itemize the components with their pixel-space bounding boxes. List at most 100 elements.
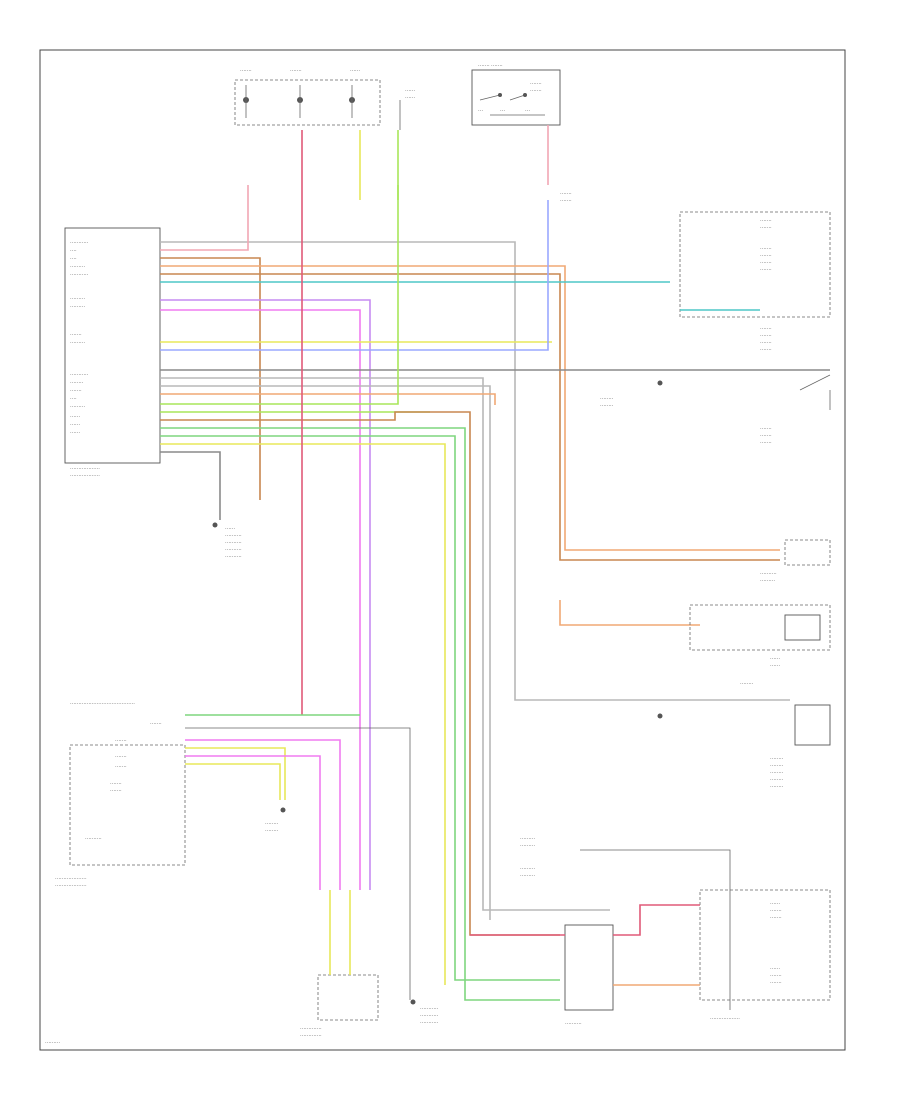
svg-text:········: ········: [770, 777, 784, 783]
svg-text:········: ········: [740, 681, 754, 687]
svg-text:····: ····: [70, 248, 77, 254]
svg-text:·······: ·······: [760, 433, 772, 439]
svg-text:········: ········: [770, 763, 784, 769]
svg-text:·······: ·······: [760, 340, 772, 346]
svg-text:·········: ·········: [760, 578, 775, 584]
svg-text:··················: ··················: [70, 473, 100, 479]
svg-text:·······: ·······: [290, 68, 302, 74]
svg-text:·······: ·······: [760, 426, 772, 432]
svg-text:······: ······: [70, 430, 80, 436]
right-actuator: ············ ········: [689, 604, 831, 687]
svg-text:········: ········: [770, 756, 784, 762]
svg-text:·········: ·········: [520, 873, 535, 879]
right-component-1: ·············· ·············· ··········…: [679, 211, 831, 353]
svg-text:··········: ··········: [85, 836, 102, 842]
svg-text:·······: ·······: [110, 781, 122, 787]
module-wiring: [160, 185, 830, 1001]
svg-text:···: ···: [500, 108, 505, 114]
svg-text:·········: ·········: [520, 843, 535, 849]
svg-text:··········: ··········: [225, 540, 242, 546]
svg-text:·······: ·······: [530, 81, 542, 87]
svg-text:·······: ·······: [115, 754, 127, 760]
svg-text:·······: ·······: [760, 440, 772, 446]
svg-text:·········: ·········: [45, 1040, 60, 1046]
svg-text:·······: ·······: [560, 198, 572, 204]
svg-text:·······: ·······: [760, 267, 772, 273]
svg-text:·············: ·············: [300, 1026, 322, 1032]
relay: ·········· ·················· ··········…: [520, 836, 731, 1027]
svg-text:·······: ·······: [760, 225, 772, 231]
diagram-frame: [39, 49, 846, 1051]
svg-text:·······: ·······: [560, 191, 572, 197]
svg-text:····: ····: [70, 256, 77, 262]
right-switch-2: ················ ················ ······…: [657, 704, 831, 790]
svg-text:·······: ·······: [760, 218, 772, 224]
svg-text:········: ········: [70, 380, 84, 386]
svg-text:···················: ···················: [55, 876, 87, 882]
svg-text:·········: ·········: [70, 264, 85, 270]
svg-text:·······: ·······: [760, 246, 772, 252]
svg-text:···········: ···········: [70, 272, 89, 278]
svg-text:·······: ·······: [770, 908, 782, 914]
svg-text:··················: ··················: [70, 466, 100, 472]
svg-text:········: ········: [265, 821, 279, 827]
svg-text:···········: ···········: [70, 240, 89, 246]
svg-text:······: ······: [770, 663, 780, 669]
svg-text:········: ········: [265, 828, 279, 834]
fuse-group: ···················· ············: [234, 68, 415, 130]
svg-text:···········: ···········: [420, 1020, 439, 1026]
svg-text:·······: ·······: [770, 915, 782, 921]
bottom-left-switch: ······································· …: [55, 701, 186, 889]
svg-text:······: ······: [405, 95, 415, 101]
svg-text:······: ······: [225, 526, 235, 532]
svg-text:·······: ·······: [110, 788, 122, 794]
ignition-switch: ······· ······· ·············· ·········: [471, 63, 561, 126]
svg-text:·······: ·······: [760, 253, 772, 259]
svg-text:·······: ·······: [240, 68, 252, 74]
right-sensor: ···················: [760, 539, 831, 584]
svg-text:··········: ··········: [225, 554, 242, 560]
svg-text:······: ······: [770, 656, 780, 662]
svg-text:······: ······: [405, 88, 415, 94]
electronic-module: ··················· ····················…: [64, 227, 161, 479]
bottom-center-component: ············· ············· ············…: [300, 974, 439, 1039]
svg-text:·········: ·········: [520, 866, 535, 872]
svg-text:·········: ·········: [70, 296, 85, 302]
svg-text:·······: ·······: [760, 326, 772, 332]
svg-text:······: ······: [770, 901, 780, 907]
selector-switch: ············· ······· ············· ····…: [699, 889, 831, 1022]
svg-text:·······: ·······: [770, 980, 782, 986]
svg-text:···················: ···················: [55, 883, 87, 889]
svg-text:·······: ·······: [770, 973, 782, 979]
svg-text:···········: ···········: [70, 372, 89, 378]
svg-text:······························: ·······································: [70, 701, 135, 707]
svg-text:···········: ···········: [420, 1013, 439, 1019]
svg-text:··········: ··········: [225, 547, 242, 553]
svg-text:··········: ··········: [760, 571, 777, 577]
svg-text:·······: ·······: [760, 333, 772, 339]
svg-text:·······: ·······: [70, 388, 82, 394]
svg-text:·········: ·········: [520, 836, 535, 842]
svg-text:·······: ·······: [115, 764, 127, 770]
svg-text:······: ······: [350, 68, 360, 74]
svg-text:···: ···: [525, 108, 530, 114]
svg-text:·······: ·······: [760, 260, 772, 266]
svg-text:···········: ···········: [420, 1006, 439, 1012]
svg-text:········: ········: [770, 784, 784, 790]
svg-text:·············: ·············: [300, 1033, 322, 1039]
svg-text:·········: ·········: [70, 304, 85, 310]
svg-text:········: ········: [600, 403, 614, 409]
svg-text:·······: ·······: [70, 332, 82, 338]
svg-text:··········: ··········: [225, 533, 242, 539]
svg-text:·······: ·······: [530, 88, 542, 94]
svg-text:······: ······: [770, 966, 780, 972]
ground-left: ················ ···················· ··…: [212, 522, 242, 560]
svg-text:·······: ·······: [115, 738, 127, 744]
svg-text:······: ······: [70, 414, 80, 420]
svg-text:·······: ·······: [150, 721, 162, 727]
svg-text:····: ····: [70, 396, 77, 402]
svg-text:·········: ·········: [70, 340, 85, 346]
svg-text:·········: ·········: [70, 404, 85, 410]
svg-text:······· ·······: ······· ·······: [478, 63, 503, 69]
